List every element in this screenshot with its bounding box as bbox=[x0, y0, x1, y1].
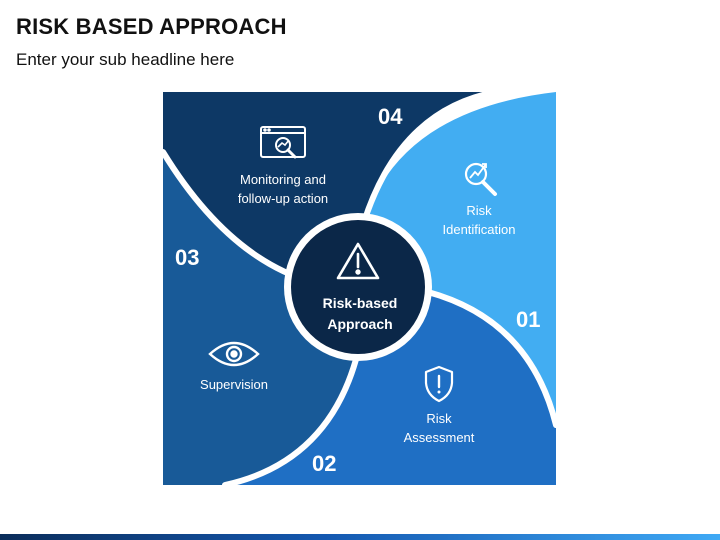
segment-01-label-line1: Risk bbox=[466, 203, 492, 218]
segment-number-02: 02 bbox=[312, 451, 336, 476]
page-subtitle: Enter your sub headline here bbox=[16, 50, 235, 69]
divider-curve bbox=[425, 289, 559, 428]
segment-number-04: 04 bbox=[378, 104, 403, 129]
magnify-chart-icon bbox=[464, 162, 497, 196]
segment-01-label-line2: Identification bbox=[443, 222, 516, 237]
warning-icon bbox=[336, 242, 380, 280]
center-label-line1: Risk-based bbox=[323, 295, 398, 311]
segment-03-label: Supervision bbox=[200, 377, 268, 392]
segment-03 bbox=[163, 152, 359, 485]
segment-04-label-line1: Monitoring and bbox=[240, 172, 326, 187]
segment-02-label-line2: Assessment bbox=[404, 430, 475, 445]
monitor-analytics-icon bbox=[260, 126, 306, 159]
page-title: RISK BASED APPROACH bbox=[16, 14, 287, 39]
shield-alert-icon bbox=[424, 365, 454, 403]
center-label-line2: Approach bbox=[327, 316, 392, 332]
center-circle bbox=[291, 220, 425, 354]
eye-icon bbox=[208, 341, 260, 367]
segment-number-03: 03 bbox=[175, 245, 199, 270]
divider-curve bbox=[361, 89, 499, 225]
segment-02-label-line1: Risk bbox=[426, 411, 452, 426]
divider-curve bbox=[222, 349, 361, 488]
segment-04-label-line2: follow-up action bbox=[238, 191, 328, 206]
segment-02 bbox=[225, 291, 556, 485]
footer-gradient-bar bbox=[0, 534, 720, 540]
segment-04 bbox=[163, 92, 496, 283]
segment-01 bbox=[363, 92, 556, 425]
segment-number-01: 01 bbox=[516, 307, 540, 332]
